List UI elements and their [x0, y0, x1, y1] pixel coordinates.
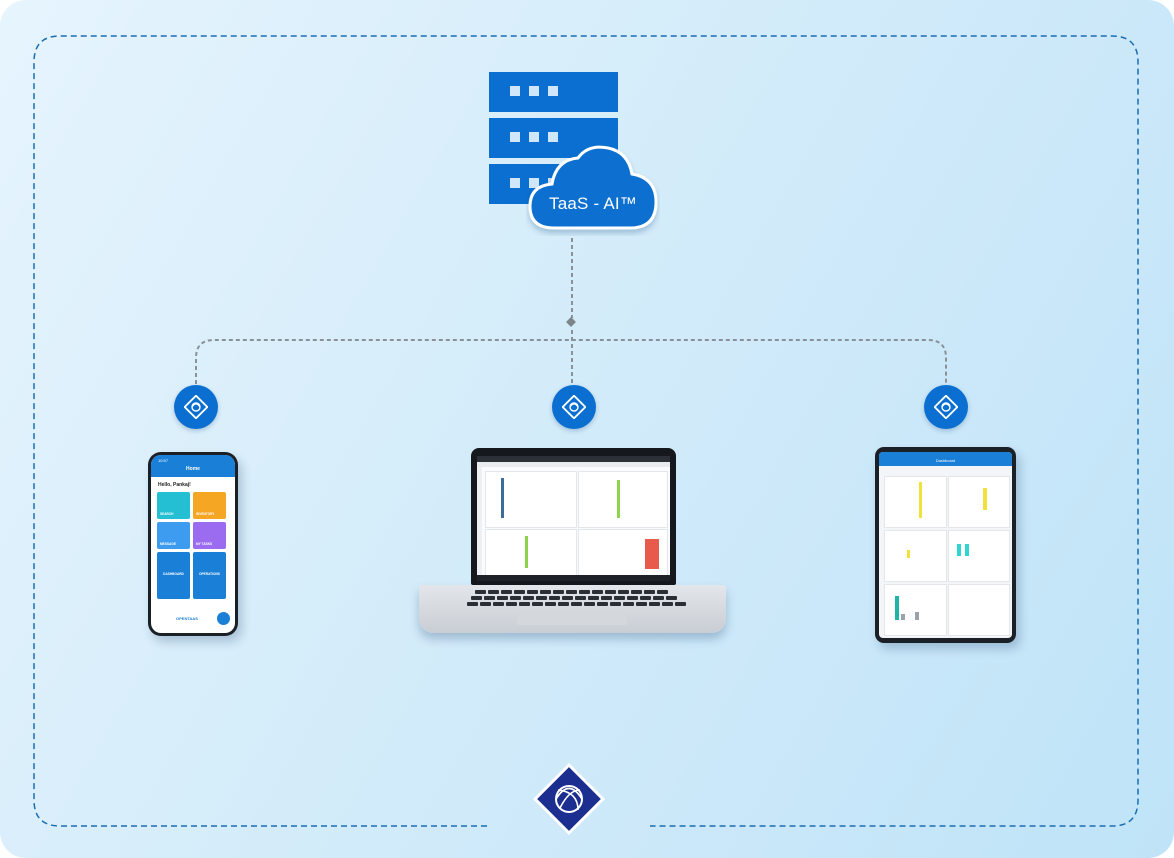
laptop-card-1 — [485, 471, 577, 528]
tile-dashboard[interactable]: DASHBOARD — [157, 552, 190, 599]
tablet-card-1 — [884, 476, 947, 528]
phone-node-icon — [174, 385, 218, 429]
phone-time: 10:57 — [158, 458, 168, 463]
phone-greeting: Hello, Pankaj! — [158, 482, 191, 488]
laptop-screen — [477, 456, 670, 581]
laptop-device — [471, 448, 676, 585]
laptop-node-icon — [552, 385, 596, 429]
phone-device: 10:57 Home Hello, Pankaj! SEARCH INVENTO… — [148, 452, 238, 636]
tablet-title: Dashboard — [879, 458, 1012, 463]
cloud-label: TaaS - AI™ — [526, 194, 660, 214]
tablet-card-6 — [948, 584, 1010, 636]
laptop-card-2 — [578, 471, 668, 528]
tile-search[interactable]: SEARCH — [157, 492, 190, 519]
tablet-device: Dashboard — [875, 447, 1016, 643]
laptop-keyboard — [419, 585, 726, 633]
opentaas-logo-icon — [530, 760, 608, 838]
junction-diamond — [566, 317, 576, 327]
tile-operations[interactable]: OPERATIONS — [193, 552, 226, 599]
phone-header: 10:57 Home — [151, 455, 235, 477]
laptop-trackpad — [517, 611, 627, 625]
laptop-card-3 — [485, 529, 577, 576]
tablet-node-icon — [924, 385, 968, 429]
tile-message[interactable]: MESSAGE — [157, 522, 190, 549]
phone-brand: OPENTAAS — [176, 616, 198, 621]
tile-inventory[interactable]: INVENTORY — [193, 492, 226, 519]
tablet-card-3 — [884, 530, 947, 582]
phone-title: Home — [151, 466, 235, 472]
cloud-icon — [526, 140, 660, 236]
phone-fab-button[interactable] — [217, 612, 230, 625]
tablet-card-2 — [948, 476, 1010, 528]
tablet-card-4 — [948, 530, 1010, 582]
tablet-screen: Dashboard — [879, 452, 1012, 638]
tablet-card-5 — [884, 584, 947, 636]
tile-my-tasks[interactable]: MY TASKS — [193, 522, 226, 549]
phone-screen: 10:57 Home Hello, Pankaj! SEARCH INVENTO… — [151, 455, 235, 633]
